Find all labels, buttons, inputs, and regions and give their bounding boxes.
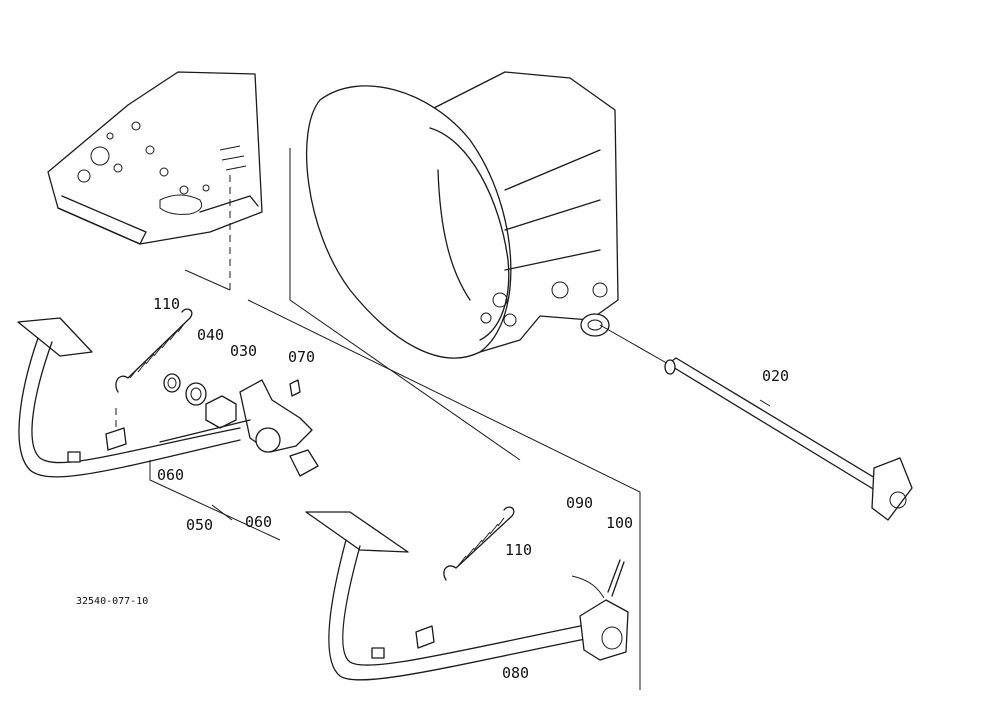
label-100: 100 [606,514,633,532]
floor-plate [47,71,263,245]
assembly-lines [149,148,671,690]
label-110-lower: 110 [505,541,532,559]
drawing-id: 32540-077-10 [76,596,148,607]
label-070: 070 [288,348,315,366]
label-050: 050 [186,516,213,534]
shaft-020 [664,357,913,521]
spring-110-upper [115,308,193,393]
right-pedal [305,511,629,681]
label-060-right: 060 [245,513,272,531]
transmission-housing [306,71,619,359]
label-110-upper: 110 [153,295,180,313]
label-040: 040 [197,326,224,344]
label-080: 080 [502,664,529,682]
label-090: 090 [566,494,593,512]
left-pedal [17,317,241,478]
label-020: 020 [762,367,789,385]
spring-110-lower [443,506,515,581]
label-060-left: 060 [157,466,184,484]
cross-shaft-assembly [159,373,319,477]
part-labels: 110 040 030 070 020 060 050 060 090 100 … [76,295,789,682]
label-030: 030 [230,342,257,360]
